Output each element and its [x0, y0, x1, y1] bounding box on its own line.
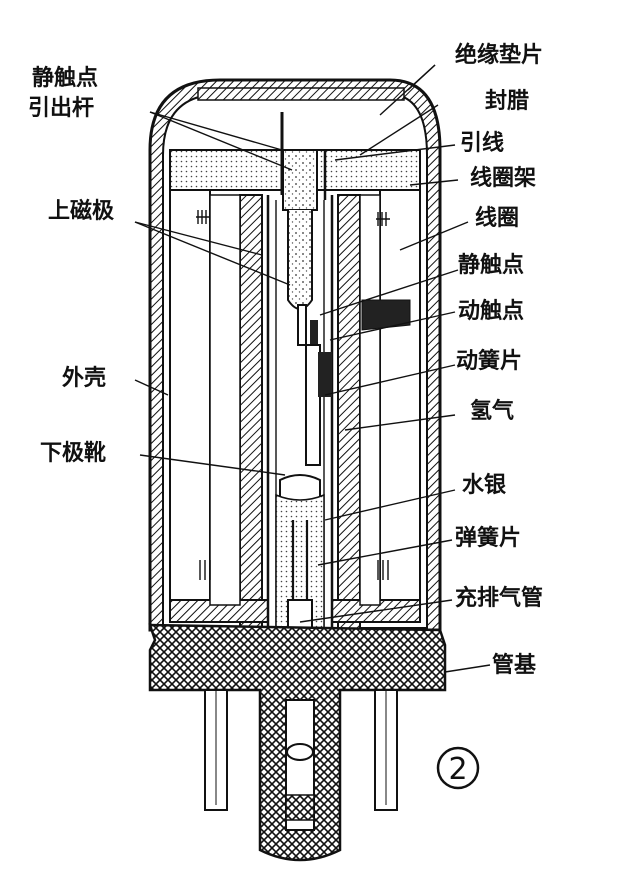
base-pins — [204, 689, 398, 811]
label-sealing-wax: 封腊 — [485, 89, 529, 114]
leader-lines — [134, 64, 491, 673]
label-spring-reed: 弹簧片 — [455, 525, 521, 551]
label-tube-base: 管基 — [492, 652, 537, 678]
label-moving-reed: 动簧片 — [456, 348, 522, 374]
figure-number: 2 — [448, 752, 467, 787]
static-contact — [297, 304, 307, 346]
label-static-contact: 静触点 — [458, 252, 524, 278]
label-coil-frame: 线圈架 — [470, 165, 536, 191]
label-static-contact-lead-1: 静触点 — [32, 65, 98, 91]
label-upper-pole: 上磁极 — [48, 198, 115, 224]
label-mercury: 水银 — [462, 473, 507, 498]
moving-contact — [310, 320, 318, 345]
label-lower-pole-shoe: 下极靴 — [40, 441, 106, 466]
label-moving-contact: 动触点 — [458, 298, 524, 324]
label-static-contact-lead-2: 引出杆 — [28, 96, 94, 121]
insulating-gasket — [197, 87, 405, 101]
spring-reed — [291, 520, 309, 600]
label-lead-wire: 引线 — [460, 130, 504, 156]
moving-reed-armature — [318, 352, 332, 397]
tube-base — [148, 623, 447, 862]
figure-number-badge: 2 — [436, 746, 480, 790]
label-coil: 线圈 — [475, 205, 519, 231]
label-fill-exhaust-tube: 充排气管 — [455, 585, 543, 611]
label-hydrogen: 氢气 — [470, 398, 514, 424]
moving-reed — [305, 344, 321, 466]
label-insulating-gasket: 绝缘垫片 — [455, 42, 543, 68]
label-outer-shell: 外壳 — [62, 365, 106, 391]
upper-magnetic-pole — [282, 149, 318, 310]
